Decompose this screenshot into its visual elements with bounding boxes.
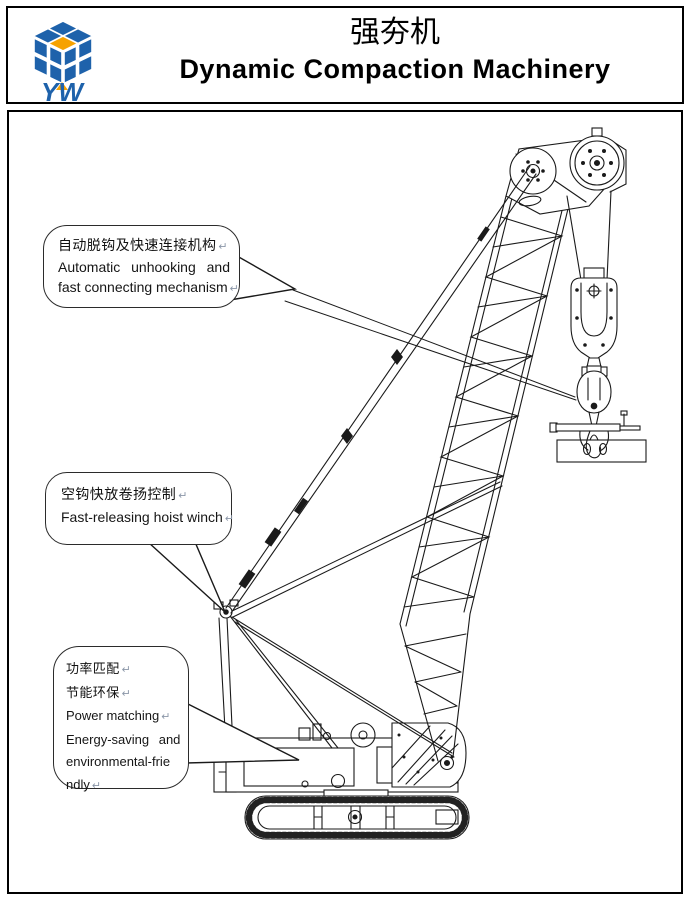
crawler-track — [244, 795, 470, 840]
callout-line: Energy-saving and — [66, 731, 181, 747]
operator-cab — [391, 722, 467, 788]
logo-orange-accent — [56, 82, 68, 90]
hook-block — [570, 267, 618, 377]
callout-line: ndly↵ — [66, 776, 102, 792]
unhooking-device — [576, 365, 612, 427]
return-mark-icon: ↵ — [218, 241, 229, 253]
header: YW 强夯机 Dynamic Compaction Machinery — [6, 6, 684, 107]
callout-line: 功率匹配↵ — [66, 661, 132, 676]
callout-line: Power matching↵ — [66, 708, 171, 723]
callout-hoist-winch: 空钩快放卷扬控制↵ Fast-releasing hoist winch↵ — [45, 472, 235, 545]
callout-tail-winch — [146, 541, 226, 613]
page-title-english: Dynamic Compaction Machinery — [179, 54, 611, 84]
page-title-chinese: 强夯机 — [350, 16, 440, 49]
callout-line: fast connecting mechanism↵ — [58, 279, 239, 295]
callout-automatic-unhooking: 自动脱钩及快速连接机构↵ Automatic unhooking and fas… — [43, 225, 240, 308]
return-mark-icon: ↵ — [161, 711, 171, 723]
lattice-boom — [399, 183, 575, 771]
return-mark-icon: ↵ — [229, 283, 239, 295]
tamper-weight — [556, 434, 647, 463]
callout-line: Automatic unhooking and — [58, 259, 230, 275]
callout-leader-lines — [284, 289, 577, 401]
a-frame-gantry — [213, 481, 503, 758]
callout-power-matching: 功率匹配↵ 节能环保↵ Power matching↵ Energy-savin… — [53, 646, 189, 792]
callout-tail-power — [185, 701, 300, 764]
callout-line: 空钩快放卷扬控制↵ — [61, 486, 188, 502]
callout-line: 自动脱钩及快速连接机构↵ — [58, 237, 229, 253]
return-mark-icon: ↵ — [224, 513, 235, 525]
company-logo: YW — [8, 8, 108, 107]
return-mark-icon: ↵ — [91, 779, 102, 792]
return-mark-icon: ↵ — [121, 664, 132, 676]
return-mark-icon: ↵ — [178, 490, 188, 502]
callout-line: 节能环保↵ — [66, 684, 132, 700]
boom-head-sheaves — [505, 127, 627, 215]
return-mark-icon: ↵ — [121, 687, 132, 700]
header-titles: 强夯机 Dynamic Compaction Machinery — [108, 8, 682, 102]
callout-line: Fast-releasing hoist winch↵ — [61, 509, 235, 525]
logo-cube-icon: YW — [31, 20, 95, 107]
pendant-ropes — [225, 165, 537, 614]
hoist-ropes — [566, 190, 612, 281]
release-hook — [549, 410, 641, 459]
drawing-area — [7, 110, 683, 894]
callout-line: environmental-frie — [66, 754, 171, 769]
